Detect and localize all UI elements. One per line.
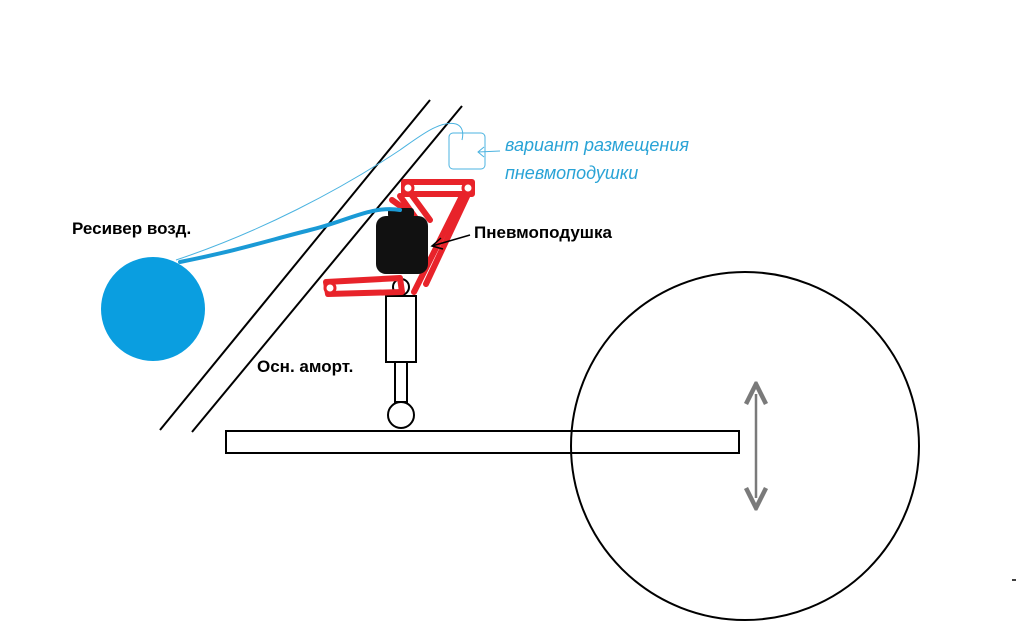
shock-lower-eye bbox=[387, 401, 415, 429]
frame-line-inner bbox=[191, 105, 463, 433]
shock-body bbox=[385, 295, 417, 363]
air-hose bbox=[178, 207, 402, 264]
frame-line-outer bbox=[159, 99, 431, 431]
receiver-label: Ресивер возд. bbox=[72, 219, 191, 238]
pivot-top-left bbox=[401, 181, 415, 195]
axle-beam bbox=[225, 430, 740, 454]
variant-air-spring-box bbox=[448, 132, 486, 170]
pivot-bottom-left bbox=[323, 281, 337, 295]
variant-label-line1: вариант размещения bbox=[505, 135, 689, 155]
air-spring-pointer-line bbox=[431, 234, 471, 247]
air-receiver bbox=[101, 257, 205, 361]
air-spring-label: Пневмоподушка bbox=[474, 223, 612, 242]
pivot-top-right bbox=[461, 181, 475, 195]
linkage-bottom-bar bbox=[323, 275, 405, 297]
main-shock-label: Осн. аморт. bbox=[257, 357, 353, 376]
variant-pointer-line bbox=[477, 150, 501, 153]
air-spring bbox=[376, 216, 428, 274]
shock-rod bbox=[394, 361, 408, 403]
variant-pointer-head bbox=[477, 146, 485, 158]
air-spring-pointer-head bbox=[430, 237, 444, 250]
linkage-right-arm bbox=[423, 187, 473, 287]
linkage-left-arm bbox=[405, 187, 433, 223]
alt-air-hose bbox=[175, 122, 464, 261]
wheel bbox=[570, 271, 920, 621]
variant-label-line2: пневмоподушки bbox=[505, 163, 638, 183]
linkage-pivots bbox=[323, 181, 475, 295]
